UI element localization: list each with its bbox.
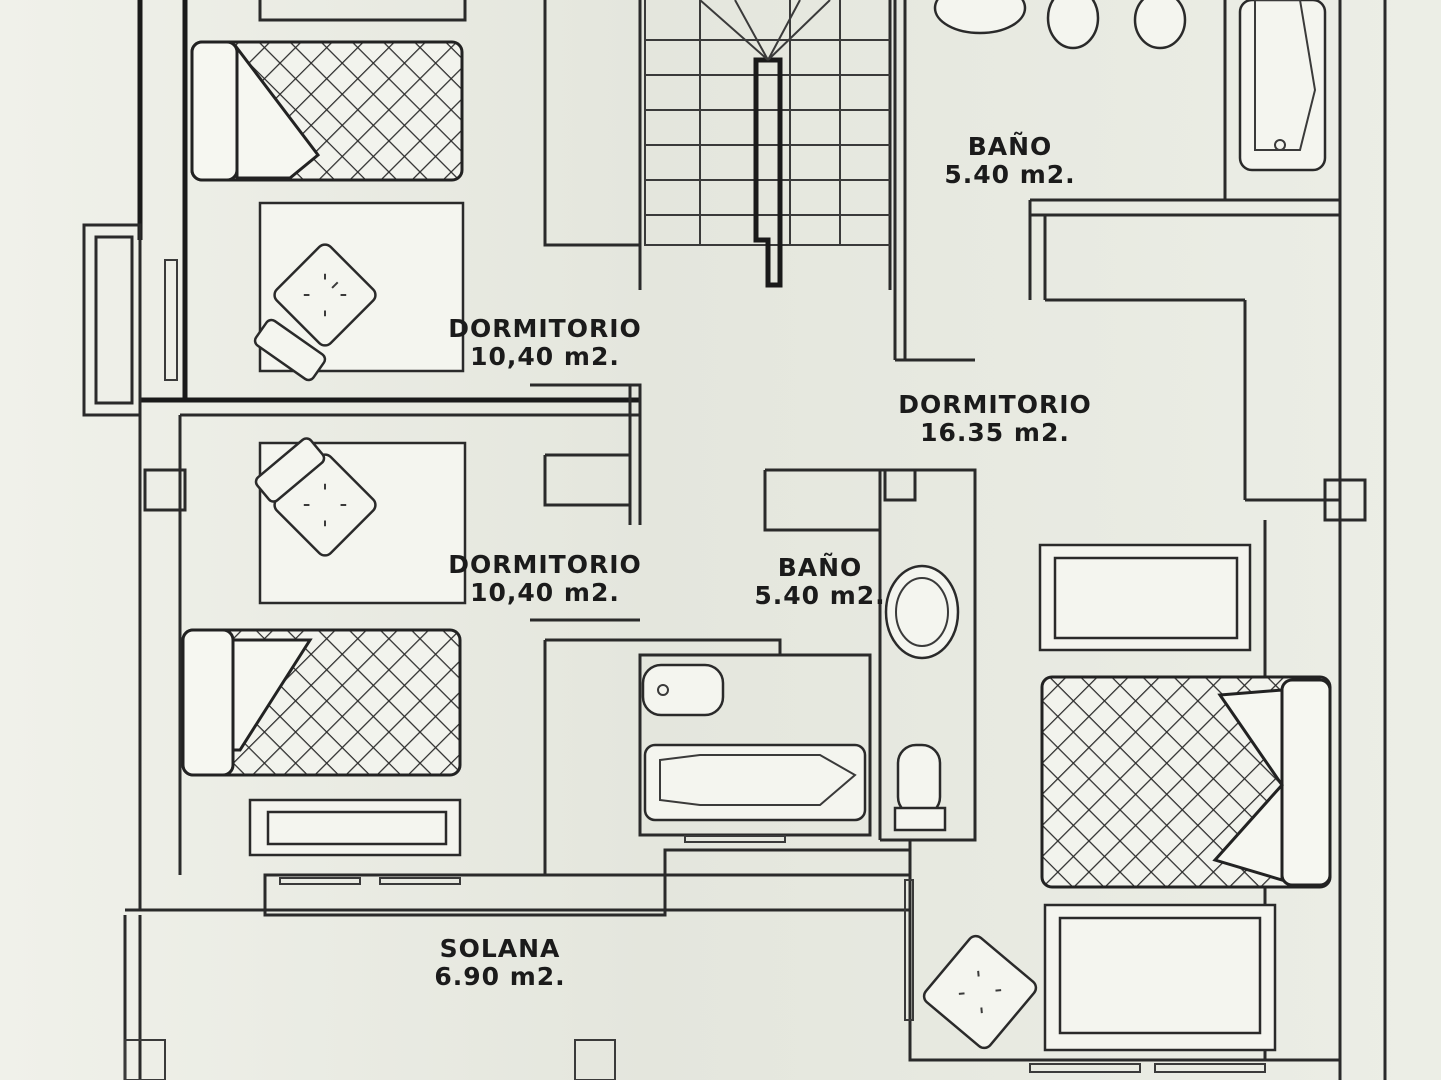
staircase [644, 0, 890, 288]
bed-right [922, 543, 1332, 1052]
room-area: 5.40 m2. [944, 160, 1076, 189]
room-area: 10,40 m2. [470, 342, 620, 371]
room-name: DORMITORIO [448, 314, 642, 343]
bathroom-fixtures [641, 564, 960, 832]
walls [82, 0, 1387, 1080]
room-label-bano-top: BAÑO 5.40 m2. [915, 133, 1105, 189]
room-name: SOLANA [439, 934, 561, 963]
room-area: 5.40 m2. [754, 581, 886, 610]
room-label-dormitorio-middle-left: DORMITORIO 10,40 m2. [425, 551, 665, 607]
bed-top-left [190, 40, 465, 382]
bed-middle-left [181, 437, 467, 857]
bathroom-top-fixtures [933, 0, 1327, 172]
room-name: DORMITORIO [448, 550, 642, 579]
room-name: BAÑO [777, 553, 863, 582]
room-label-dormitorio-right: DORMITORIO 16.35 m2. [880, 391, 1110, 447]
room-area: 6.90 m2. [434, 962, 566, 991]
windows [124, 259, 1266, 1080]
room-name: DORMITORIO [898, 390, 1092, 419]
room-label-dormitorio-top-left: DORMITORIO 10,40 m2. [425, 315, 665, 371]
room-label-bano-middle: BAÑO 5.40 m2. [740, 554, 900, 610]
room-area: 10,40 m2. [470, 578, 620, 607]
room-name: BAÑO [967, 132, 1053, 161]
room-area: 16.35 m2. [920, 418, 1070, 447]
room-label-solana: SOLANA 6.90 m2. [405, 935, 595, 991]
